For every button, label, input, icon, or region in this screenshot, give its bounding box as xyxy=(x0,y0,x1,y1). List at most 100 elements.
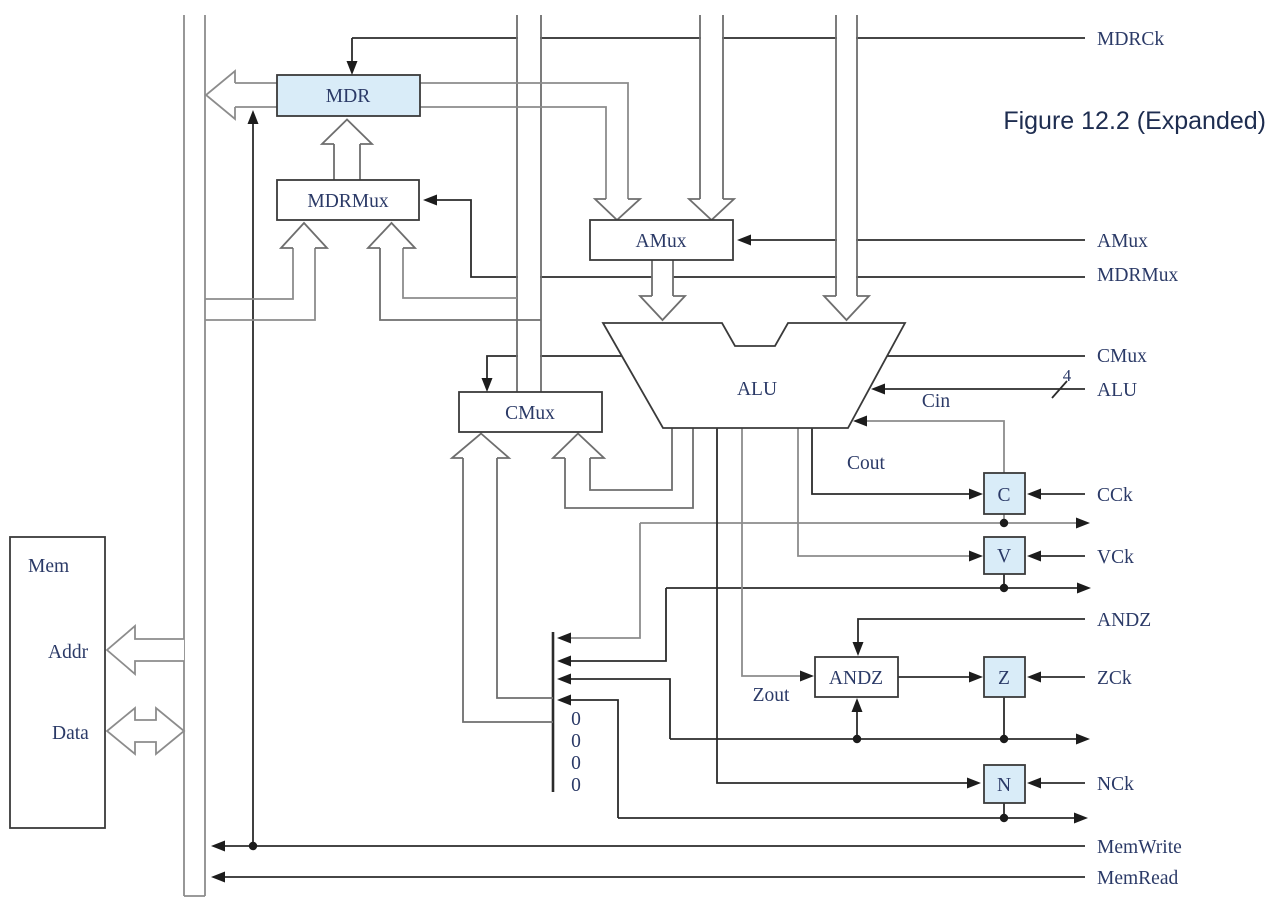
c-out-junction xyxy=(999,518,1009,528)
bus-to-mdrmux-shaft xyxy=(205,248,316,321)
wire-alu-to-n xyxy=(716,428,968,784)
cout-label: Cout xyxy=(847,453,886,474)
arrow-z-into-andz-bottom xyxy=(851,698,863,712)
wire-zout xyxy=(741,428,801,677)
arrow-alu-into-n xyxy=(967,777,981,789)
andz-signal-label: ANDZ xyxy=(1097,610,1151,631)
arrow-vck xyxy=(1027,550,1041,562)
bbus-fill xyxy=(837,15,856,296)
cmux-right-input-arrowhead xyxy=(550,432,607,459)
addr-label: Addr xyxy=(48,642,89,663)
n-out-junction xyxy=(999,813,1009,823)
n-flag-box xyxy=(983,764,1026,804)
cbus-fill xyxy=(518,15,540,392)
arrow-memread xyxy=(211,871,225,883)
cmux-signal-label: CMux xyxy=(1097,346,1147,367)
andz-box xyxy=(814,656,899,698)
arrow-alu-into-v xyxy=(969,550,983,562)
hollow-bus-arrows xyxy=(105,69,694,756)
memwrite-signal-label: MemWrite xyxy=(1097,837,1182,858)
wire-v-feedback xyxy=(571,588,667,662)
cbus-to-mdrmux-top xyxy=(402,248,517,299)
mdrmux-signal-label: MDRMux xyxy=(1097,265,1179,286)
wire-alu-to-v xyxy=(797,428,970,557)
cmux-label: CMux xyxy=(505,403,555,424)
cbus-to-cmux xyxy=(516,15,542,392)
zero-bit-4: 0 xyxy=(571,775,581,796)
cbus-to-mdrmux-bottom xyxy=(379,248,541,321)
andz-box-label: ANDZ xyxy=(829,668,883,689)
memwrite-branch-junction xyxy=(248,841,258,851)
arrow-zck xyxy=(1027,671,1041,683)
arrow-mdrmux-control xyxy=(423,194,437,206)
arrow-mdrck-into-mdr xyxy=(346,61,358,75)
abus-fill xyxy=(701,15,722,199)
amux-right-input-arrowhead xyxy=(686,198,737,222)
zout-label: Zout xyxy=(753,685,790,706)
blocks xyxy=(9,74,1026,829)
data-label: Data xyxy=(52,723,89,744)
alu-shape xyxy=(601,322,907,429)
wire-cmux-control-left xyxy=(486,355,622,378)
arrow-c-into-bar xyxy=(557,632,571,644)
bus-width-4-label: 4 xyxy=(1063,366,1072,385)
mdrmux-box xyxy=(276,179,420,221)
cin-label: Cin xyxy=(922,391,950,412)
wire-c-feedback xyxy=(571,523,641,639)
amux-out-shaft xyxy=(651,260,674,296)
z-out-junction xyxy=(999,734,1009,744)
arrow-cmux-control xyxy=(481,378,493,392)
arrow-v-out xyxy=(1077,582,1091,594)
bus-width-slash xyxy=(1051,380,1068,399)
arrow-n-out xyxy=(1074,812,1088,824)
alu-left-input-arrowhead xyxy=(637,295,688,322)
mdr-to-bus-arrowhead xyxy=(204,69,236,121)
labels: Figure 12.2 (Expanded) MDR MDRMux AMux C… xyxy=(28,29,1266,889)
amux-left-input-arrowhead xyxy=(592,198,643,222)
mdr-to-amux-shaft xyxy=(420,82,629,199)
mdrmux-to-mdr-arrowhead xyxy=(319,118,375,145)
z-flag-box xyxy=(983,656,1026,698)
mem-label: Mem xyxy=(28,556,69,577)
c-flag-box xyxy=(983,472,1026,515)
arrow-zout-into-andz xyxy=(800,670,814,682)
andz-feedback-junction xyxy=(852,734,862,744)
arrow-up-into-mdr-bus xyxy=(247,110,259,124)
amux-box xyxy=(589,219,734,261)
v-flag-label: V xyxy=(997,546,1011,567)
flags-to-cmux-shaft xyxy=(462,458,553,723)
data-bus-double-arrow xyxy=(105,706,186,756)
zero-bit-3: 0 xyxy=(571,753,581,774)
arrow-cin xyxy=(853,415,867,427)
arrow-cout-into-c xyxy=(969,488,983,500)
amux-signal-label: AMux xyxy=(1097,231,1148,252)
arrow-memwrite xyxy=(211,840,225,852)
wire-z-feedback xyxy=(571,678,671,739)
n-flag-label: N xyxy=(997,775,1011,796)
zck-signal-label: ZCk xyxy=(1097,668,1132,689)
arrow-andz-into-z xyxy=(969,671,983,683)
mdrmux-right-input-arrowhead xyxy=(365,221,418,249)
amux-label: AMux xyxy=(636,231,687,252)
addr-bus-arrow xyxy=(105,624,184,676)
arrow-andz-control xyxy=(852,642,864,656)
nck-signal-label: NCk xyxy=(1097,774,1134,795)
arrow-z-out xyxy=(1076,733,1090,745)
bus-corridors xyxy=(183,15,872,897)
v-flag-box xyxy=(983,536,1026,575)
bus-to-amux-right xyxy=(699,15,724,199)
junction-dots xyxy=(248,518,1009,851)
cmux-left-input-arrowhead xyxy=(449,432,512,459)
figure-title: Figure 12.2 (Expanded) xyxy=(1003,107,1266,135)
arrowheads xyxy=(211,61,1091,883)
mdrmux-left-input-arrowhead xyxy=(278,221,330,249)
alu-signal-label: ALU xyxy=(1097,380,1137,401)
arrow-c-out xyxy=(1076,517,1090,529)
wire-andz-control xyxy=(857,618,1085,645)
arrow-amux-control xyxy=(737,234,751,246)
main-bus-fill xyxy=(185,15,204,896)
bus-to-alu-right xyxy=(835,15,858,296)
wire-mdrmux-control xyxy=(437,199,1085,278)
main-bus xyxy=(183,15,206,897)
arrow-z-into-bar xyxy=(557,673,571,685)
